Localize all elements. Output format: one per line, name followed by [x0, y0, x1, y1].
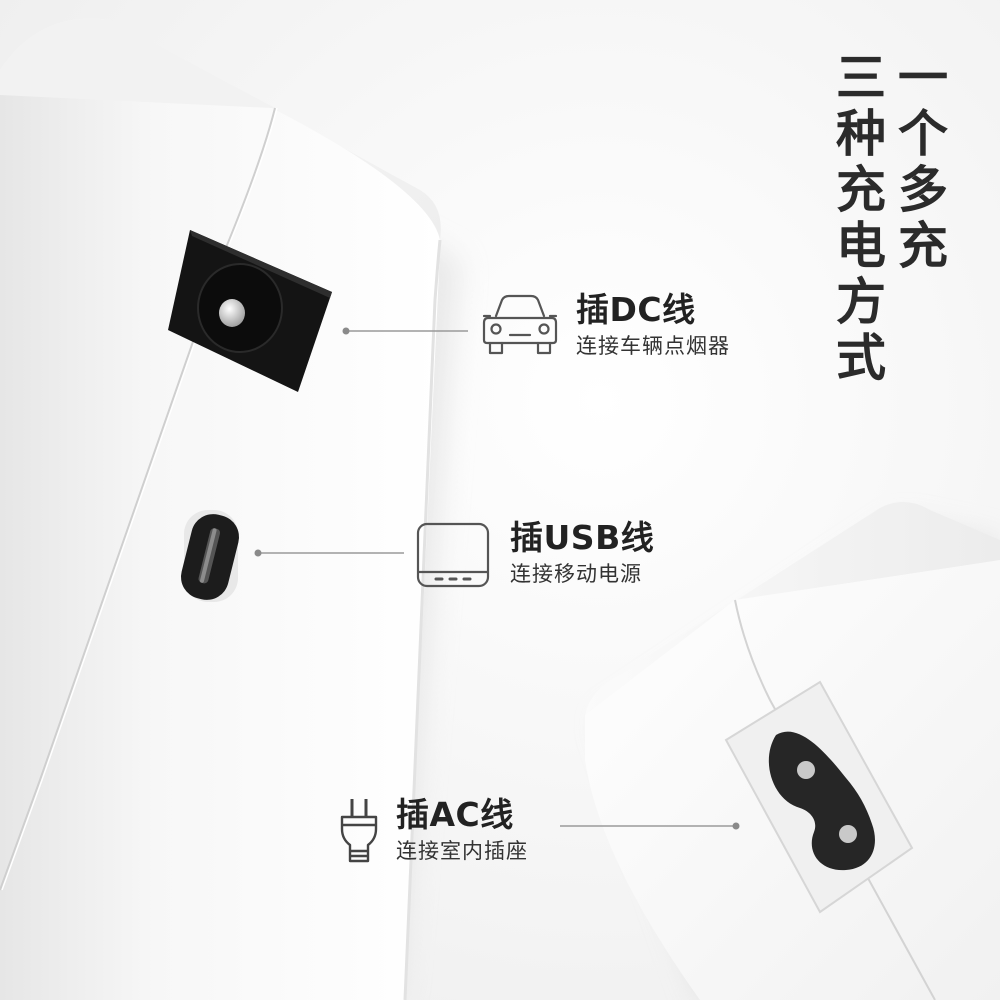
car-icon	[482, 294, 558, 355]
leader-lines	[254, 327, 740, 830]
callout-usb: 插USB线 连接移动电源	[412, 518, 654, 588]
callout-subtitle: 连接车辆点烟器	[576, 334, 730, 358]
headline-char: 个	[898, 105, 948, 163]
callout-ac: 插AC线 连接室内插座	[336, 795, 528, 865]
usb-leader-dot	[254, 549, 262, 557]
ac-leader-dot	[732, 822, 740, 830]
dc-port	[168, 230, 332, 392]
headline-column-2: 三 种 充 电 方 式	[836, 50, 886, 386]
headline-char: 电	[836, 217, 886, 275]
usb-port	[180, 510, 240, 602]
charger-right-device	[585, 501, 1000, 1000]
charger-left-device	[0, 18, 460, 1000]
headline-char: 种	[836, 105, 886, 163]
headline-char: 式	[836, 329, 886, 387]
callout-subtitle: 连接移动电源	[510, 562, 642, 586]
callout-title: 插USB线	[510, 518, 655, 557]
headline-char: 三	[836, 49, 886, 107]
ac-plug-icon	[340, 799, 378, 863]
headline-char: 充	[898, 217, 948, 275]
callout-title: 插DC线	[576, 290, 696, 329]
callout-dc: 插DC线 连接车辆点烟器	[478, 290, 730, 360]
callout-subtitle: 连接室内插座	[396, 839, 528, 863]
ac-port	[724, 680, 914, 914]
device-top-face	[585, 501, 1000, 715]
headline-column-1: 一 个 多 充	[898, 50, 948, 274]
headline-char: 一	[898, 49, 948, 107]
callout-title: 插AC线	[396, 795, 514, 834]
power-bank-icon	[416, 522, 490, 588]
dc-leader-dot	[342, 327, 350, 335]
headline-char: 充	[836, 161, 886, 219]
device-seam-line	[734, 599, 936, 1000]
headline-char: 多	[898, 161, 948, 219]
headline-char: 方	[836, 273, 886, 331]
